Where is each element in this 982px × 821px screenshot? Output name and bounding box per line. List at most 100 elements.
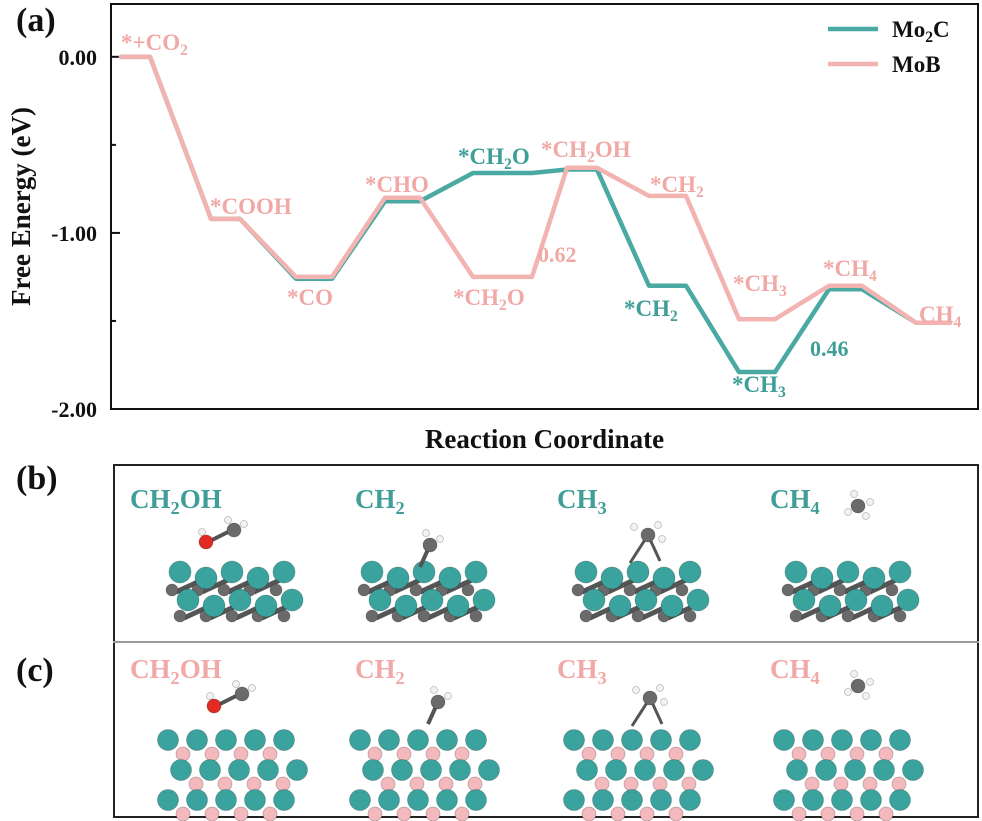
atom [478, 759, 500, 781]
atom [280, 588, 304, 612]
atom [367, 746, 383, 762]
panel-label-b: (b) [16, 460, 58, 497]
atom [626, 560, 650, 584]
atom [571, 583, 585, 597]
atom [660, 594, 684, 618]
atom [862, 776, 878, 792]
legend-entry-mo2c: Mo2C [892, 17, 950, 46]
atom [469, 609, 483, 623]
atom [831, 729, 853, 751]
bond [444, 577, 474, 595]
atom [465, 789, 487, 811]
atom [198, 528, 206, 536]
atom [668, 746, 684, 762]
atom [365, 609, 379, 623]
atom [650, 729, 672, 751]
energy-annotation: *CH2O [453, 285, 525, 314]
atom [683, 609, 697, 623]
atom [592, 729, 614, 751]
atom [581, 746, 597, 762]
atom [692, 759, 714, 781]
atom [226, 522, 242, 538]
atom [773, 789, 795, 811]
panel-divider [113, 641, 979, 643]
atom [896, 588, 920, 612]
atom [634, 759, 656, 781]
structure-label: CH2OH [130, 654, 222, 688]
atom [650, 789, 672, 811]
atom [467, 776, 483, 792]
panel-label-a: (a) [16, 2, 56, 39]
y-axis-label: Free Energy (eV) [6, 107, 36, 306]
atom [836, 560, 860, 584]
atom [394, 594, 418, 618]
energy-annotation: 0.62 [538, 242, 577, 267]
bond [606, 577, 636, 595]
atom [198, 534, 214, 550]
structure-mob-ch2oh: CH2OH [130, 654, 308, 821]
atom [786, 759, 808, 781]
y-tick-label: 0.00 [59, 45, 98, 70]
y-tick-label: -2.00 [51, 397, 97, 422]
atom [273, 789, 295, 811]
atom [386, 566, 410, 590]
atom [610, 806, 626, 821]
structure-mob-ch3: CH3 [557, 654, 714, 821]
atom [436, 729, 458, 751]
atom [412, 560, 436, 584]
atom [802, 789, 824, 811]
atom [225, 609, 239, 623]
atom [228, 588, 252, 612]
atom [656, 684, 664, 692]
atom [378, 729, 400, 751]
bond [252, 577, 282, 595]
atom [472, 588, 496, 612]
atom [844, 688, 852, 696]
atom [194, 566, 218, 590]
atom [217, 776, 233, 792]
atom [420, 759, 442, 781]
atom [436, 535, 444, 543]
energy-annotation: *CH4 [823, 256, 877, 285]
atom [605, 759, 627, 781]
atom [396, 746, 412, 762]
atom [228, 759, 250, 781]
atom [889, 789, 911, 811]
atom [257, 759, 279, 781]
atom [582, 588, 606, 612]
atom [850, 678, 866, 694]
atom [175, 806, 191, 821]
atom [810, 566, 834, 590]
atom [621, 789, 643, 811]
atom [262, 746, 278, 762]
atom [168, 560, 192, 584]
atom [380, 776, 396, 792]
atom [204, 806, 220, 821]
atom [165, 583, 179, 597]
atom [634, 588, 658, 612]
atom [186, 729, 208, 751]
atom [849, 806, 865, 821]
atom [642, 690, 658, 706]
energy-annotation: *CH2 [624, 296, 678, 325]
atom [233, 806, 249, 821]
atom [157, 789, 179, 811]
structure-label: CH2 [355, 654, 405, 688]
atom [248, 684, 256, 692]
atom [663, 759, 685, 781]
atom [422, 537, 438, 553]
atom [623, 776, 639, 792]
atom [773, 729, 795, 751]
atom [454, 806, 470, 821]
atom [623, 583, 637, 597]
atom [349, 729, 371, 751]
atom [600, 566, 624, 590]
atom [206, 698, 222, 714]
atom [866, 498, 874, 506]
atom [668, 806, 684, 821]
atom [608, 594, 632, 618]
atom [436, 789, 458, 811]
atom [396, 806, 412, 821]
structure-mo2c-ch4: CH4 [770, 484, 920, 623]
